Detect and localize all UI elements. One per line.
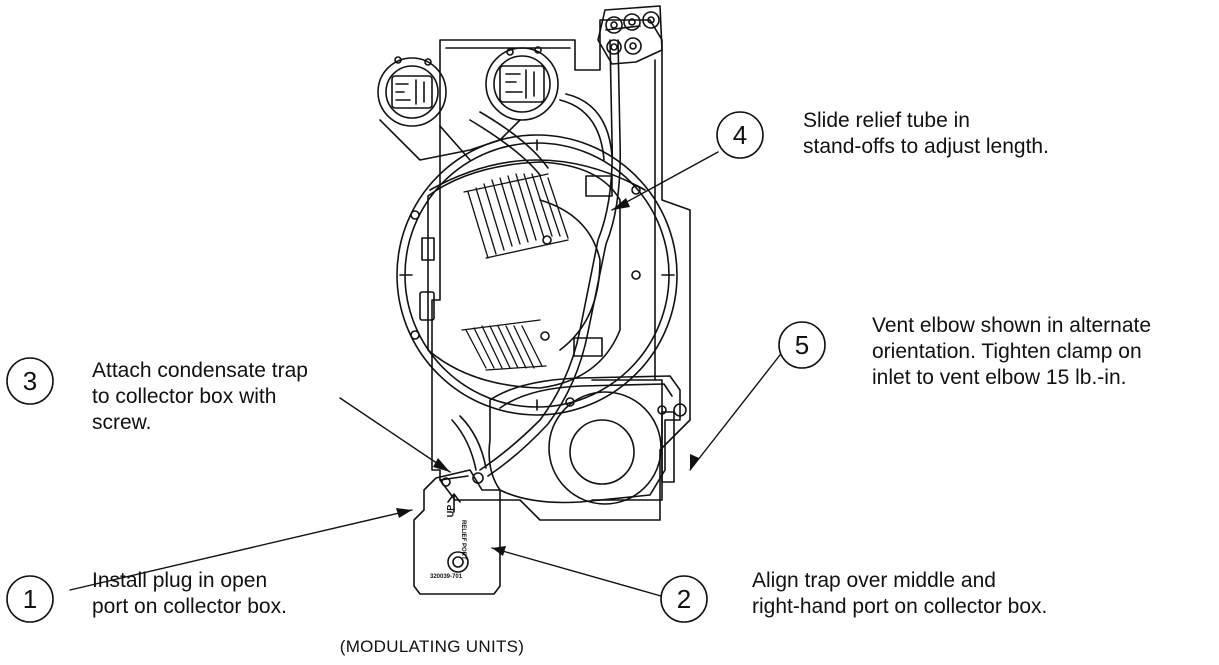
relief-tube (479, 39, 622, 477)
callout-circles (6, 111, 826, 623)
pressure-switch-left (377, 56, 447, 127)
pressure-switch-right (485, 46, 559, 121)
callout-1-number: 1 (22, 583, 38, 614)
trap-up-label: UP (445, 504, 456, 518)
pressure-tap-block (597, 5, 663, 65)
condensate-trap (413, 469, 501, 595)
callout-3-number: 3 (22, 365, 38, 396)
callout-5-text: Vent elbow shown in alternate orientatio… (872, 314, 1152, 389)
leader-arrowheads (396, 198, 699, 556)
leader-lines (69, 151, 781, 597)
callout-2-number: 2 (676, 583, 692, 614)
mounting-plate (431, 19, 691, 521)
figure-caption: (MODULATING UNITS) (339, 637, 525, 656)
collector-box (488, 375, 681, 504)
trap-part-number: 320039-701 (430, 574, 463, 580)
callout-1-text: Install plug in open port on collector b… (92, 569, 287, 618)
callout-4-text: Slide relief tube in stand-offs to adjus… (803, 109, 1049, 158)
callout-3-text: Attach condensate trap to collector box … (92, 359, 308, 434)
pressure-hoses (451, 93, 613, 471)
vent-elbow (548, 379, 687, 505)
trap-relief-port-label: RELIEF PORT (460, 520, 466, 560)
callout-4-number: 4 (732, 119, 748, 150)
callout-5-number: 5 (794, 329, 810, 360)
inducer-housing (396, 134, 678, 416)
callout-2-text: Align trap over middle and right-hand po… (752, 569, 1048, 618)
